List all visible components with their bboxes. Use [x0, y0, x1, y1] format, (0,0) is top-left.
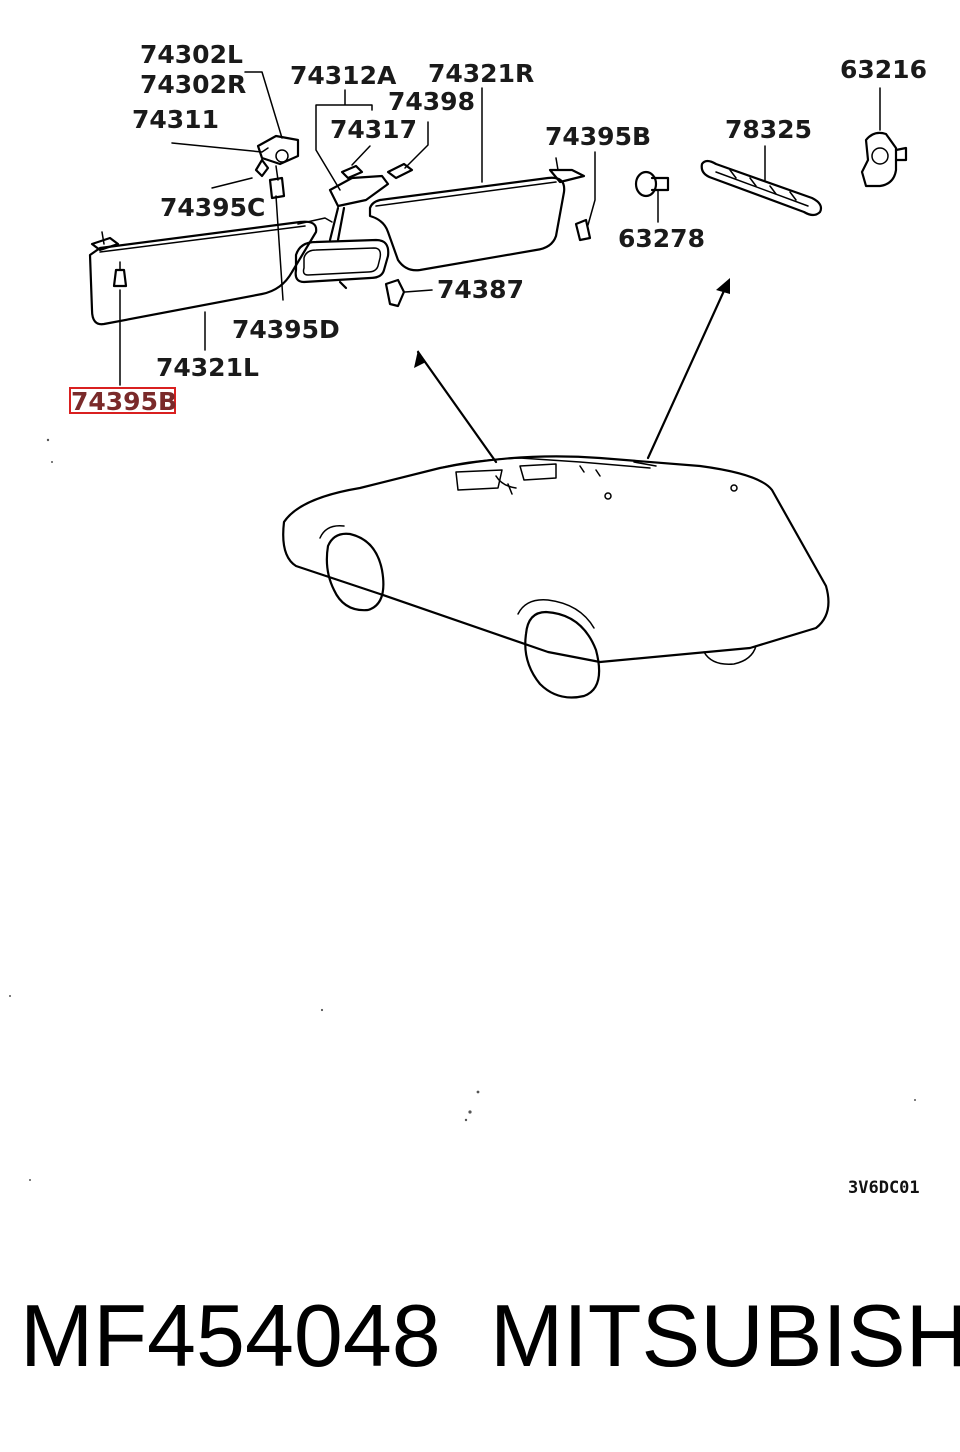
pointer-arrows: [414, 278, 730, 464]
label-74311[interactable]: 74311: [132, 105, 219, 134]
label-74302R[interactable]: 74302R: [140, 70, 246, 99]
part-number: MF454048: [20, 1286, 441, 1385]
car-outline: [282, 455, 830, 699]
label-74317[interactable]: 74317: [330, 115, 417, 144]
label-74312A[interactable]: 74312A: [290, 61, 397, 90]
scan-noise: [9, 438, 916, 1181]
small-clips: [340, 162, 414, 180]
brand-name: MITSUBISHI: [490, 1286, 960, 1385]
drawing-code: 3V6DC01: [848, 1178, 920, 1198]
label-74395D[interactable]: 74395D: [232, 315, 340, 344]
label-74395B-right[interactable]: 74395B: [545, 122, 651, 151]
left-sun-visor: [88, 217, 333, 326]
label-74302L[interactable]: 74302L: [140, 40, 243, 69]
leader-lines: [119, 71, 881, 386]
left-visor-hardware: [90, 231, 128, 288]
label-74321L[interactable]: 74321L: [156, 353, 259, 382]
screw-74387: [384, 278, 406, 308]
label-74395B-left-highlighted[interactable]: 74395B: [71, 387, 177, 416]
right-sun-visor: [368, 157, 592, 272]
label-74395C[interactable]: 74395C: [160, 193, 265, 222]
label-63216[interactable]: 63216: [840, 55, 927, 84]
highlight-box: [69, 387, 176, 414]
label-74321R[interactable]: 74321R: [428, 59, 534, 88]
label-63278[interactable]: 63278: [618, 224, 705, 253]
label-74398[interactable]: 74398: [388, 87, 475, 116]
visor-bracket: [254, 134, 300, 200]
clip-63278: [634, 170, 670, 198]
rear-view-mirror: [294, 174, 390, 290]
label-74387[interactable]: 74387: [437, 275, 524, 304]
coat-hook-63216: [860, 131, 908, 188]
label-78325[interactable]: 78325: [725, 115, 812, 144]
assist-grip-78325: [700, 159, 823, 217]
